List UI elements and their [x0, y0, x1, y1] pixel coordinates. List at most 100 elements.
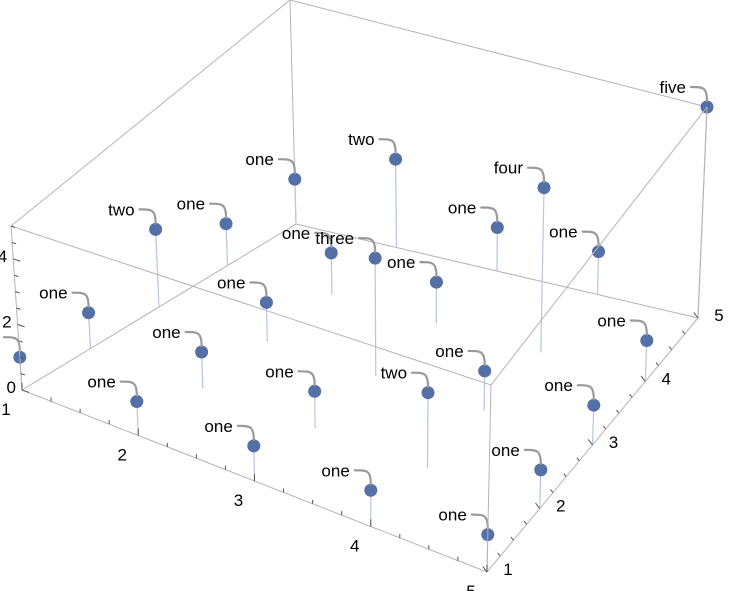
z-minor-tick [16, 307, 21, 310]
point-label: one [544, 376, 572, 395]
stem-line [330, 252, 333, 295]
point-label: one [435, 342, 463, 361]
point-label: four [494, 159, 524, 178]
label-leader [71, 291, 90, 308]
edge-vertical-right [697, 106, 708, 319]
edge-top-right [490, 106, 708, 386]
stem-line [540, 187, 545, 353]
label-leader [576, 384, 595, 401]
y-minor-tick [655, 362, 659, 366]
y-minor-tick [576, 457, 580, 462]
label-leader [353, 469, 372, 486]
data-points [13, 100, 714, 542]
z-major-tick [17, 323, 25, 328]
data-point [389, 152, 403, 166]
data-point [259, 295, 273, 309]
data-point [130, 395, 144, 409]
stem-line [644, 340, 648, 382]
z-minor-tick [11, 241, 17, 245]
label-leader [236, 424, 255, 441]
y-tick-label: 5 [714, 306, 723, 325]
y-major-tick [693, 312, 699, 319]
z-minor-tick [15, 291, 20, 294]
data-point [219, 217, 233, 231]
point-label: one [87, 373, 115, 392]
point-label: one [39, 284, 67, 303]
stem-line [374, 258, 377, 377]
y-minor-tick [550, 489, 554, 493]
label-leader [249, 281, 268, 298]
data-point [247, 439, 261, 453]
stem-line [596, 251, 600, 295]
point-label: one [282, 224, 310, 243]
data-point [364, 483, 378, 497]
edge-top-left [10, 0, 291, 227]
y-minor-tick [523, 520, 527, 525]
label-leader [378, 138, 397, 155]
axes-ticks: 1234512345024 [0, 225, 724, 591]
y-major-tick [640, 375, 646, 382]
y-minor-tick [563, 473, 567, 478]
z-minor-tick [18, 340, 23, 343]
point-label: two [381, 364, 407, 383]
point-label: one [491, 441, 519, 460]
data-point [478, 364, 492, 378]
label-leader [2, 336, 21, 353]
stem-line [155, 229, 160, 308]
z-major-tick [21, 389, 30, 393]
label-leader [480, 206, 499, 223]
label-leader [629, 319, 648, 336]
z-minor-tick [19, 356, 24, 360]
data-point [195, 345, 209, 359]
label-leader [119, 380, 138, 397]
y-major-tick [482, 566, 488, 573]
point-label: one [321, 461, 349, 480]
y-tick-label: 2 [556, 497, 565, 516]
edge-top-back [289, 0, 708, 108]
label-leader [184, 330, 203, 348]
z-minor-tick [20, 373, 26, 376]
point-label: one [448, 199, 476, 218]
point-label: one [438, 506, 466, 525]
point-label: one [265, 362, 293, 381]
data-point [288, 172, 302, 186]
y-tick-label: 3 [609, 433, 618, 452]
x-tick-label: 5 [466, 582, 475, 591]
y-minor-tick [668, 346, 673, 351]
edge-vertical-front [486, 384, 492, 573]
data-point [592, 245, 606, 259]
label-leader [410, 371, 430, 388]
z-minor-tick [14, 274, 19, 278]
stem-line [294, 179, 297, 225]
point-label: two [348, 130, 374, 149]
data-point [640, 334, 654, 347]
y-minor-tick [497, 552, 501, 557]
data-point [368, 251, 382, 265]
label-leader [314, 231, 333, 248]
stem-line [265, 302, 268, 342]
y-tick-label: 4 [662, 370, 671, 389]
point-label: one [152, 323, 180, 342]
stem-lines [19, 106, 708, 573]
stem-line [395, 159, 398, 248]
y-minor-tick [682, 330, 686, 335]
label-leader [208, 202, 228, 219]
label-leader [467, 349, 486, 367]
data-point [421, 386, 435, 400]
y-tick-label: 1 [503, 560, 512, 579]
bounding-box-back-edges [10, 0, 708, 391]
edge-top-front [10, 225, 492, 386]
point-labels: onetwooneoneonefiveoneonefourtwooneoneth… [2, 78, 709, 530]
data-point [537, 181, 551, 195]
y-major-tick [535, 502, 541, 509]
stem-line [426, 392, 429, 469]
label-leader [138, 208, 157, 225]
point-label: one [597, 312, 625, 331]
stem-line [591, 405, 595, 446]
x-tick-label: 1 [1, 400, 10, 419]
point-label: one [217, 273, 245, 292]
bounding-box-front-edges [10, 106, 708, 573]
y-minor-tick [602, 425, 607, 430]
data-point [429, 275, 443, 289]
label-leader [297, 370, 316, 387]
